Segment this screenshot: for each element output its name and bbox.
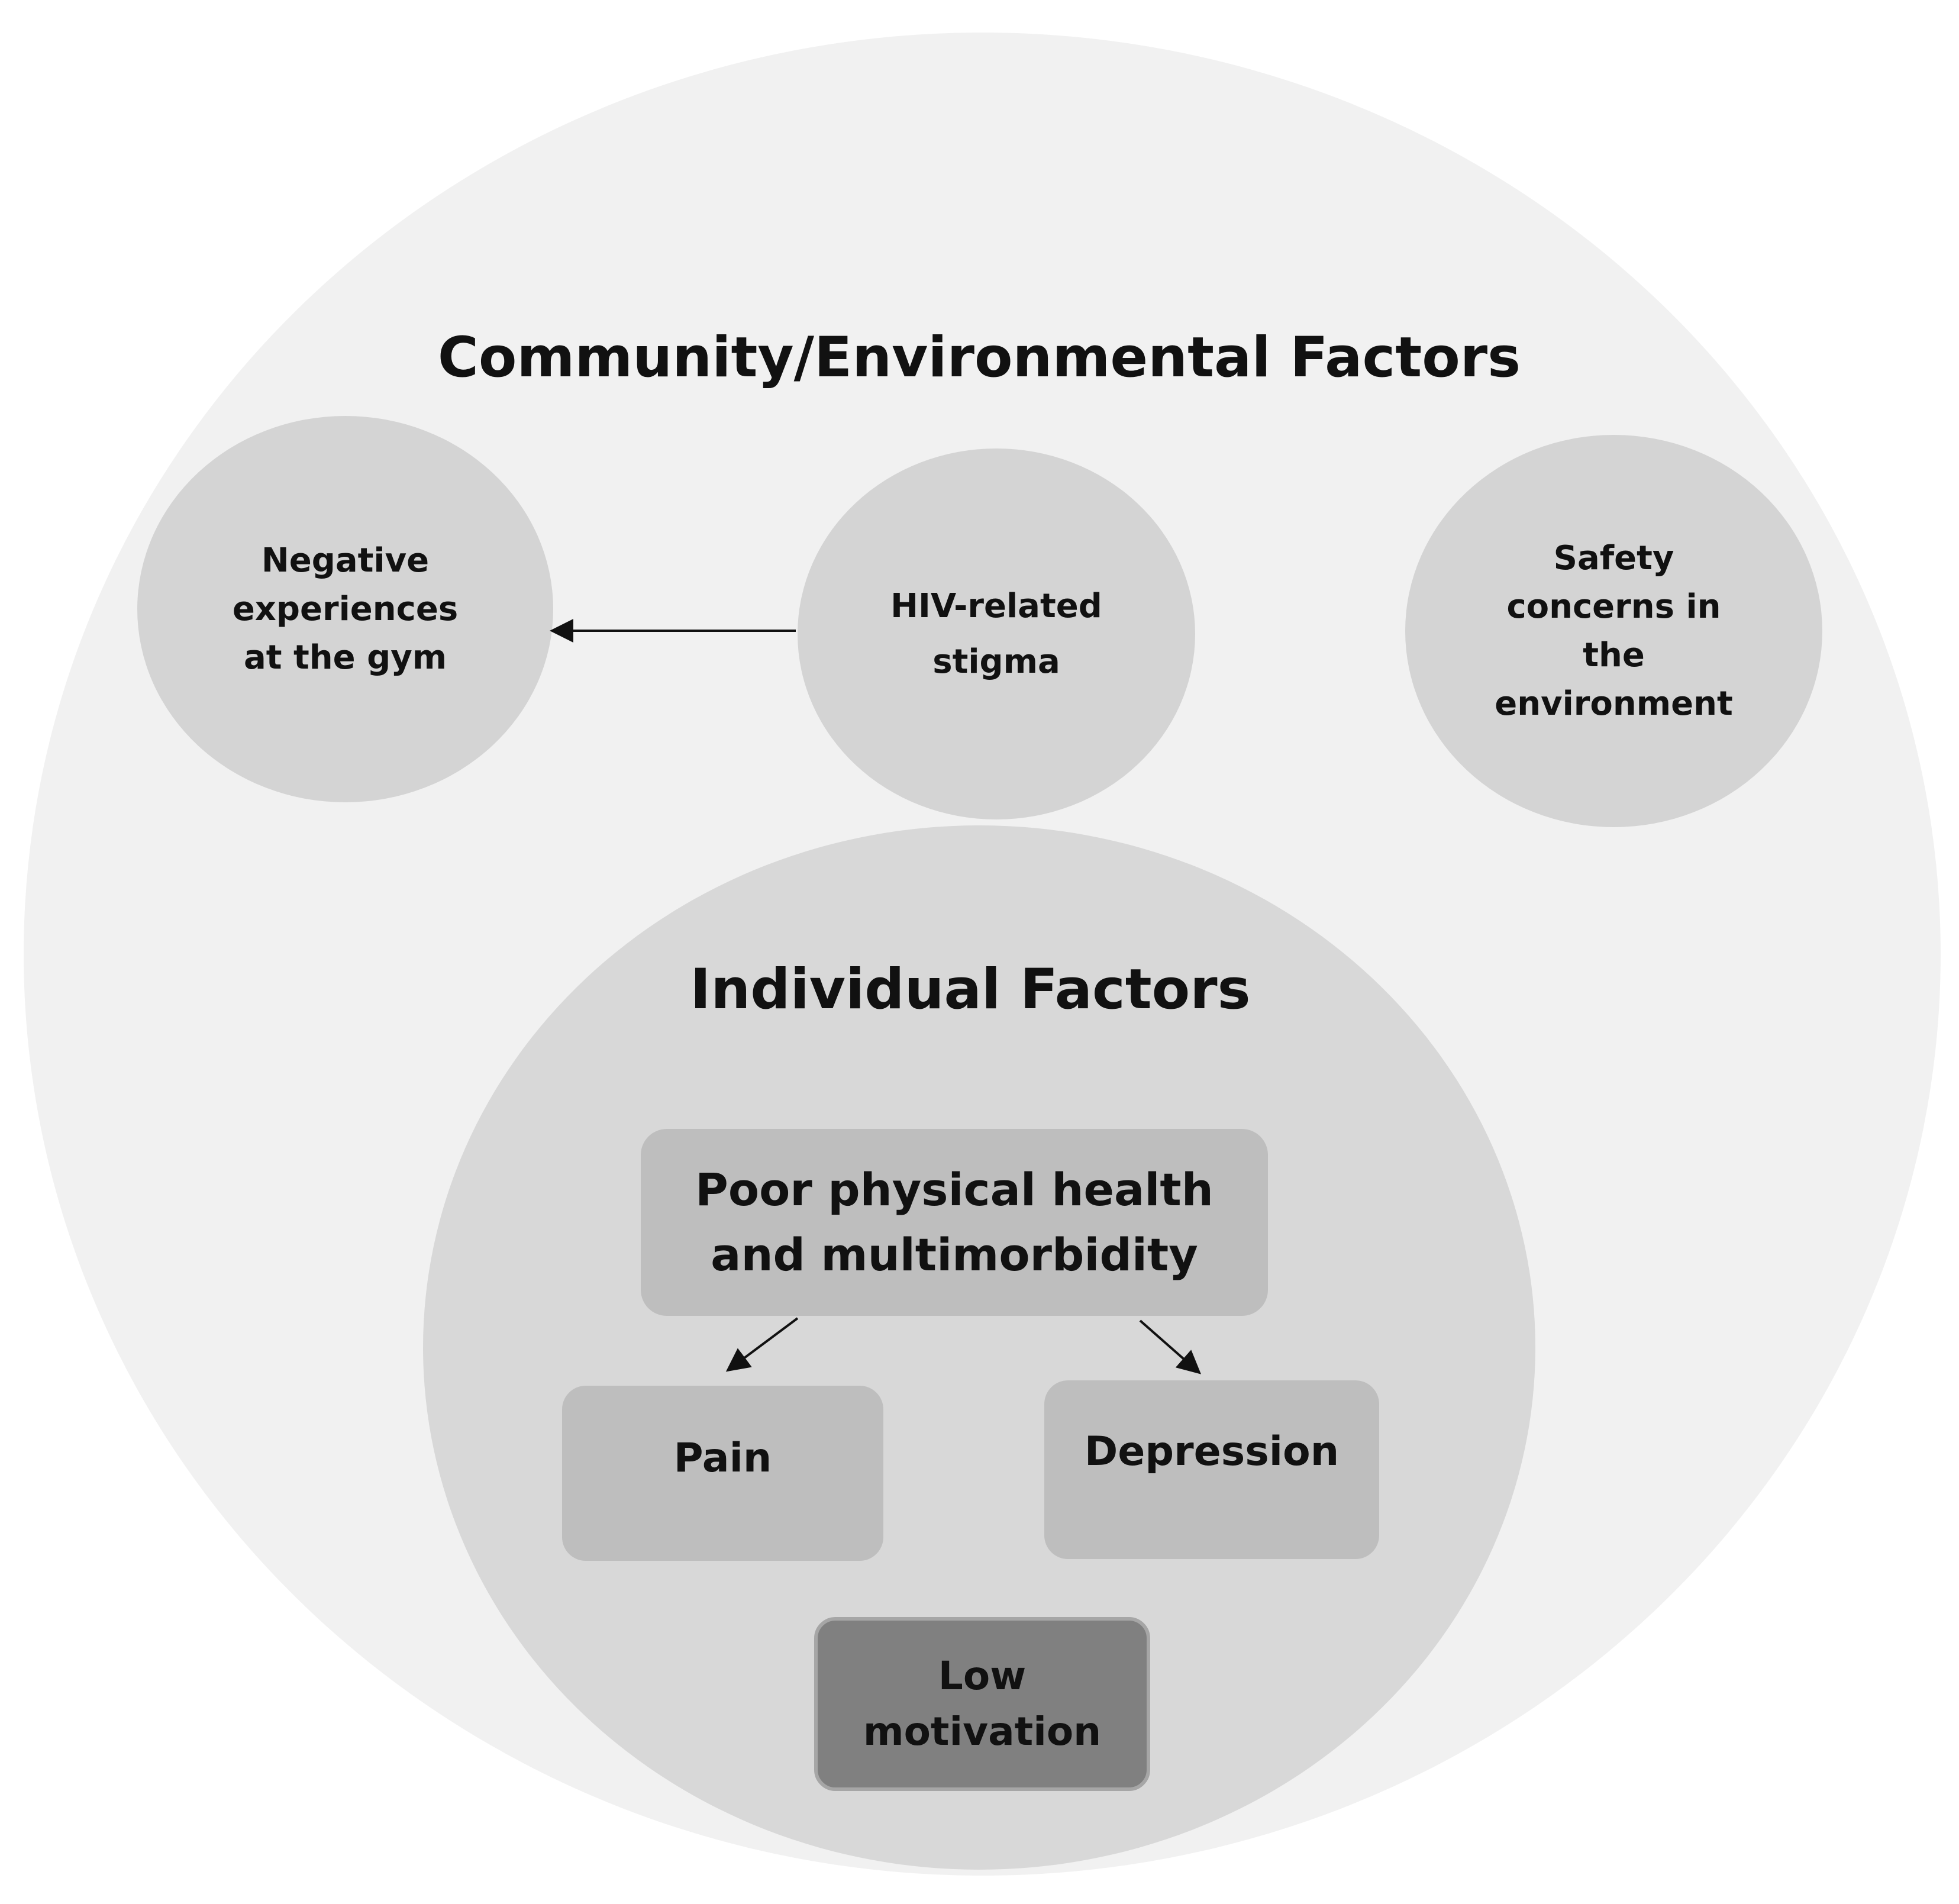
physical-health-multimorbidity-box: Poor physical health and multimorbidity xyxy=(641,1129,1268,1316)
hiv-related-stigma-node: HIV-related stigma xyxy=(798,448,1195,819)
low-motivation-label: Low motivation xyxy=(863,1653,1102,1754)
pain-box: Pain xyxy=(562,1386,883,1561)
safety-concerns-label: Safety concerns in the environment xyxy=(1495,538,1733,723)
pain-label: Pain xyxy=(673,1435,772,1482)
community-environmental-title: Community/Environmental Factors xyxy=(437,325,1521,390)
physical-health-multimorbidity-label: Poor physical health and multimorbidity xyxy=(695,1163,1214,1281)
individual-factors-title: Individual Factors xyxy=(690,957,1251,1022)
negative-gym-experiences-label: Negative experiences at the gym xyxy=(232,541,459,677)
hiv-related-stigma-label: HIV-related stigma xyxy=(890,586,1102,681)
negative-gym-experiences-node: Negative experiences at the gym xyxy=(137,416,553,802)
depression-box: Depression xyxy=(1044,1380,1379,1559)
low-motivation-box: Low motivation xyxy=(814,1617,1150,1791)
depression-label: Depression xyxy=(1084,1428,1340,1475)
health-to-depression-arrow xyxy=(1139,1319,1202,1374)
health-to-pain-arrow xyxy=(725,1317,799,1372)
safety-concerns-node: Safety concerns in the environment xyxy=(1405,435,1822,827)
